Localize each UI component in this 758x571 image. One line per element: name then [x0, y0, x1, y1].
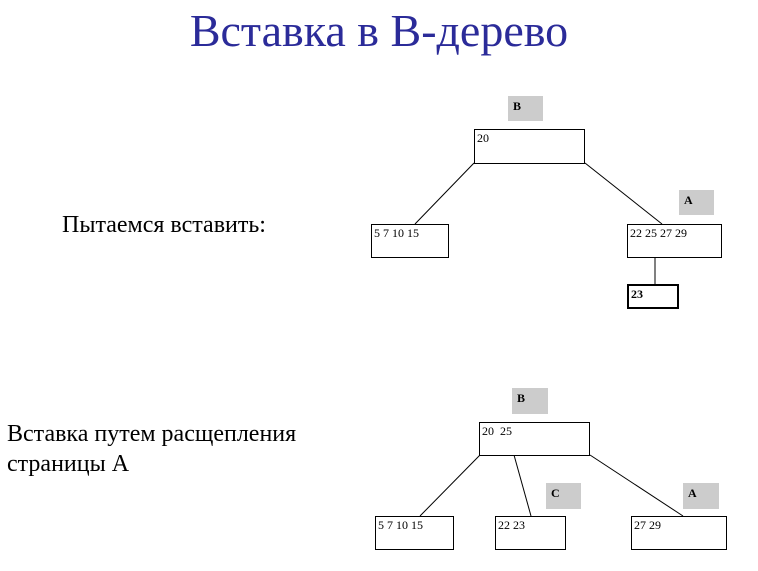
node-d2-middle: 22 23	[495, 516, 566, 550]
edge-d2-root-left	[419, 454, 481, 517]
page-tag-b: B	[512, 388, 548, 414]
edge-d2-root-middle	[513, 454, 532, 517]
edge-d2-root-right	[589, 454, 684, 517]
page-tag-c: C	[546, 483, 581, 509]
node-d1-right: 22 25 27 29	[627, 224, 722, 258]
edge-d1-root-right	[584, 162, 663, 225]
caption-split-line1: Вставка путем расщепления	[7, 421, 297, 447]
node-d2-root: 20 25	[479, 422, 590, 456]
page-tag-a: A	[683, 483, 719, 509]
edge-d1-root-left	[414, 162, 475, 225]
caption-split-line2: страницы А	[7, 451, 130, 477]
caption-split: Вставка путем расщепления страницы А	[7, 419, 296, 479]
node-d1-root: 20	[474, 129, 585, 164]
node-d1-new-key: 23	[627, 284, 679, 309]
page-tag-b: B	[508, 96, 543, 121]
node-d2-left: 5 7 10 15	[375, 516, 454, 550]
caption-try-insert: Пытаемся вставить:	[62, 212, 266, 238]
node-d1-left: 5 7 10 15	[371, 224, 449, 258]
node-d2-right: 27 29	[631, 516, 727, 550]
page-tag-a: A	[679, 190, 714, 215]
page-title: Вставка в В-дерево	[189, 5, 569, 56]
